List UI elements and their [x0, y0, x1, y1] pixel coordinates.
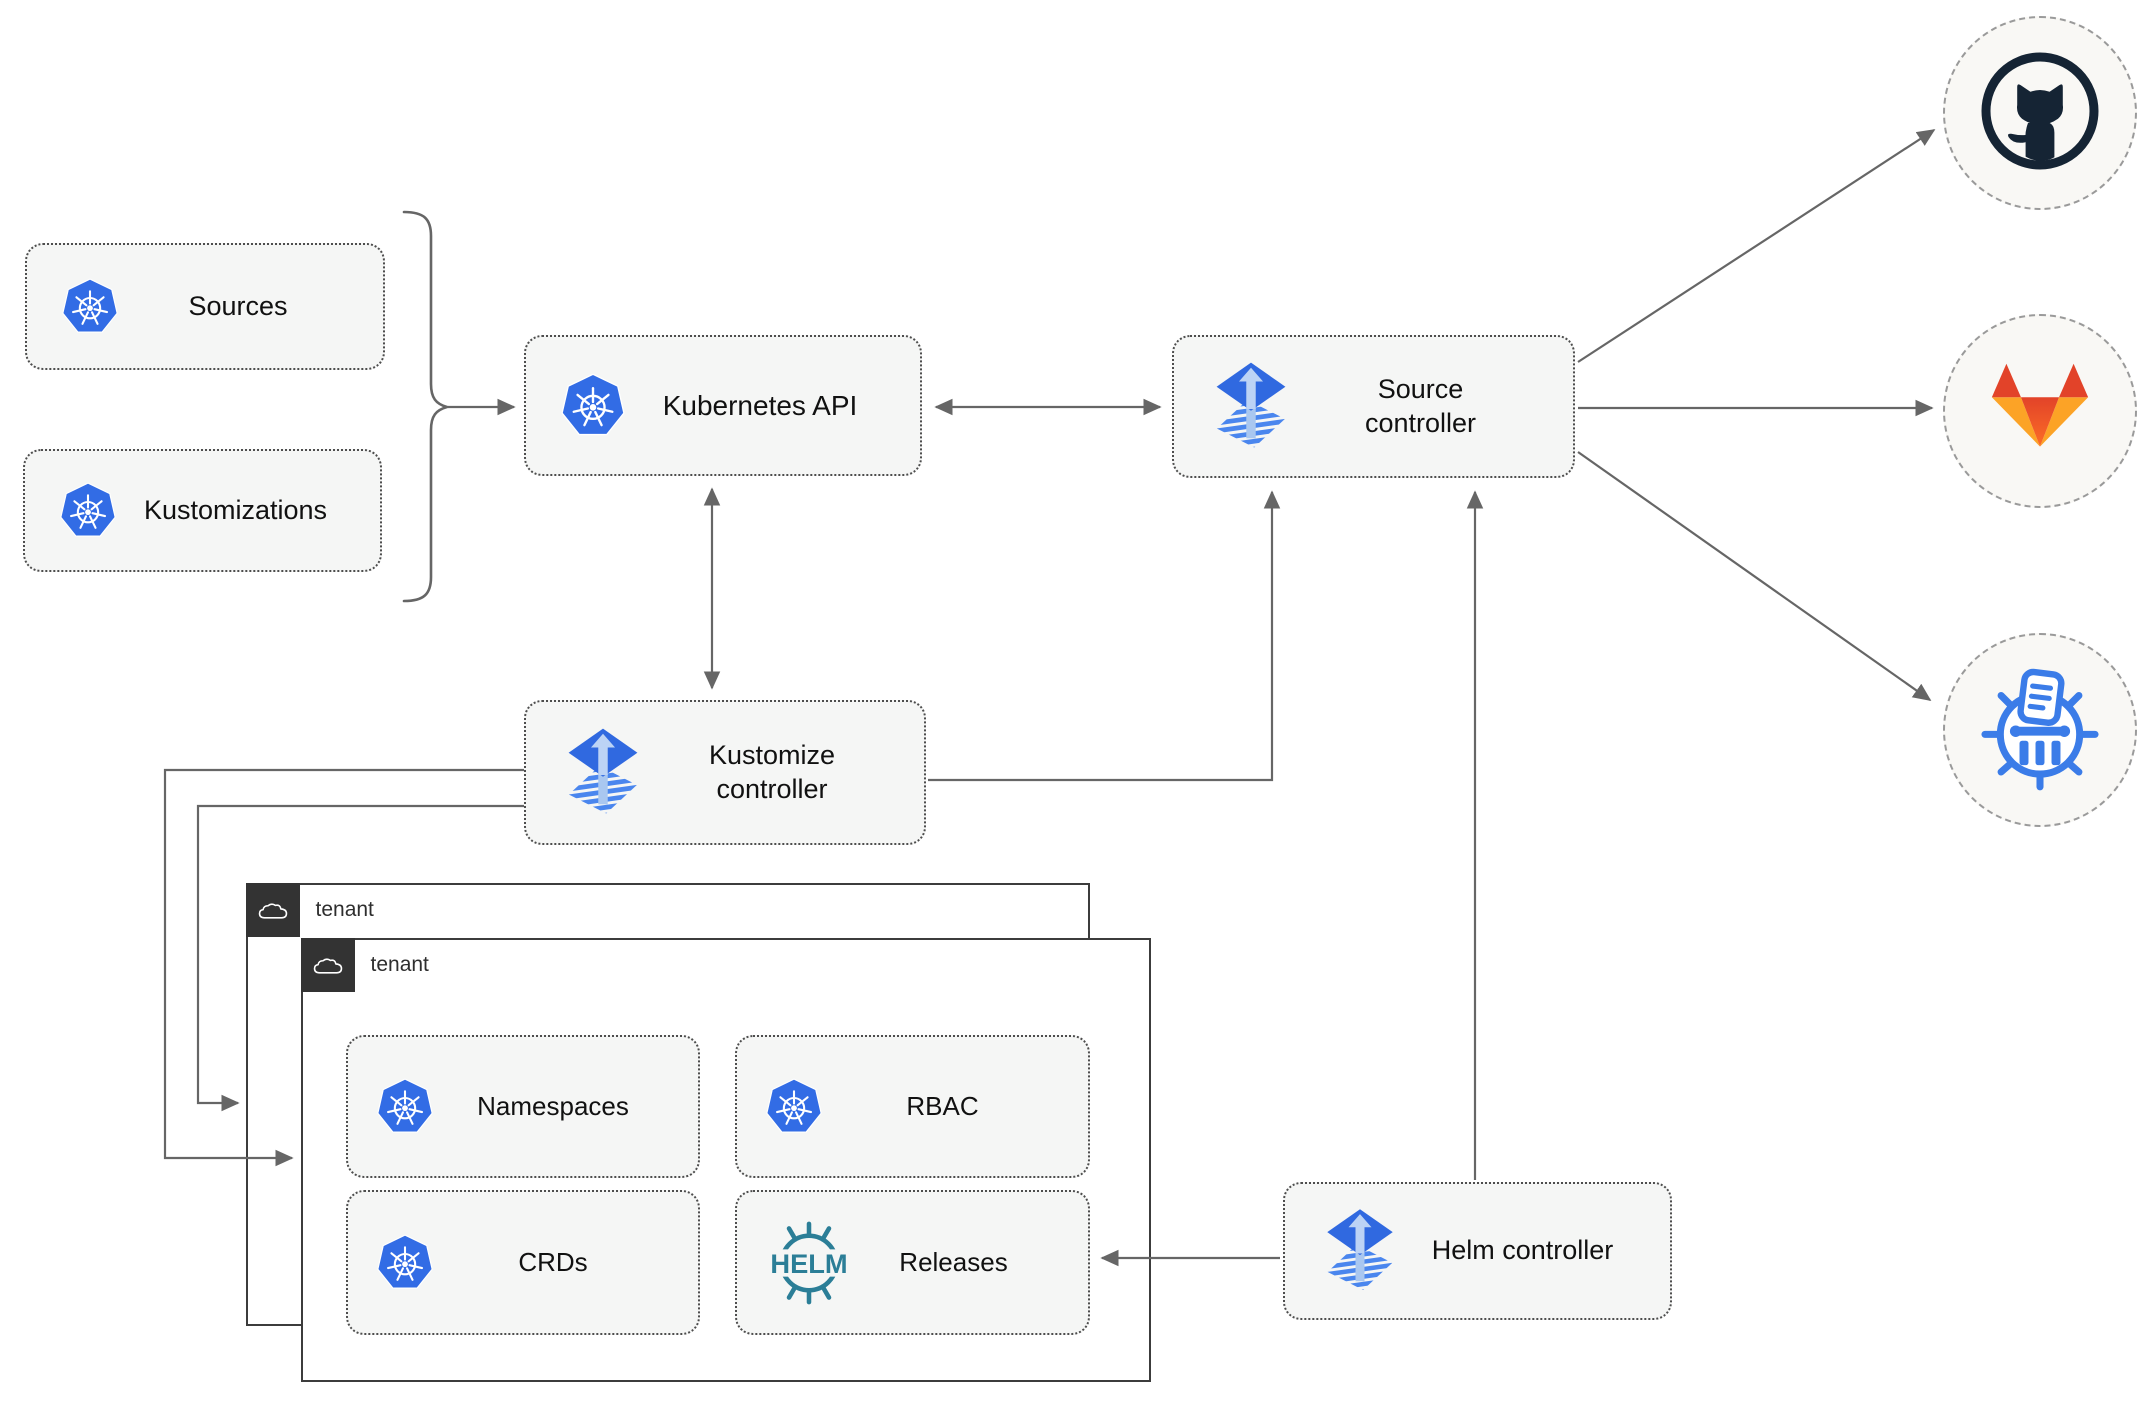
edge-kustomize-controller-to-source-controller — [928, 490, 1281, 782]
svg-text:HELM: HELM — [770, 1248, 847, 1279]
node-rbac: RBAC — [735, 1035, 1090, 1178]
remote-bucket — [1943, 633, 2137, 827]
node-namespaces: Namespaces — [346, 1035, 700, 1178]
kubernetes-icon — [376, 1078, 434, 1136]
kubernetes-icon — [61, 278, 119, 336]
kubernetes-icon — [59, 482, 117, 540]
node-label: Releases — [899, 1247, 1008, 1278]
flux-icon — [1319, 1206, 1401, 1296]
node-label: Namespaces — [477, 1091, 629, 1122]
flux-icon — [560, 725, 646, 820]
node-crds: CRDs — [346, 1190, 700, 1335]
node-label: CRDs — [518, 1247, 588, 1278]
flux-icon — [1208, 359, 1294, 454]
node-label: RBAC — [906, 1091, 979, 1122]
node-helm-controller: Helm controller — [1283, 1182, 1672, 1320]
kubernetes-icon — [560, 373, 626, 439]
edge-source-controller-to-bucket — [1577, 451, 1932, 701]
node-label: Sources — [188, 290, 288, 321]
node-releases: HELM Releases — [735, 1190, 1090, 1335]
cloud-icon — [245, 882, 300, 937]
node-kustomizations: Kustomizations — [23, 449, 382, 572]
bucket-storage-icon — [1976, 664, 2104, 797]
edge-source-controller-to-github — [1577, 129, 1936, 363]
node-label: Helm controller — [1431, 1235, 1614, 1266]
node-kustomize-controller: Kustomize controller — [524, 700, 926, 845]
node-source-controller: Source controller — [1172, 335, 1575, 478]
github-icon — [1980, 51, 2100, 176]
node-label: Kustomizations — [143, 494, 328, 525]
node-label: Kustomize controller — [708, 739, 836, 804]
remote-gitlab — [1943, 314, 2137, 508]
kubernetes-icon — [765, 1078, 823, 1136]
node-label: Kubernetes API — [662, 390, 858, 421]
node-label: Source controller — [1364, 373, 1477, 438]
helm-icon: HELM — [759, 1217, 859, 1309]
node-kubernetes-api: Kubernetes API — [524, 335, 922, 476]
node-sources: Sources — [25, 243, 385, 370]
tenant-label: tenant — [315, 897, 374, 921]
grouping-brace — [402, 210, 452, 603]
remote-github — [1943, 16, 2137, 210]
kubernetes-icon — [376, 1234, 434, 1292]
cloud-icon — [300, 937, 355, 992]
gitlab-icon — [1984, 357, 2096, 465]
tenant-label: tenant — [370, 952, 429, 976]
